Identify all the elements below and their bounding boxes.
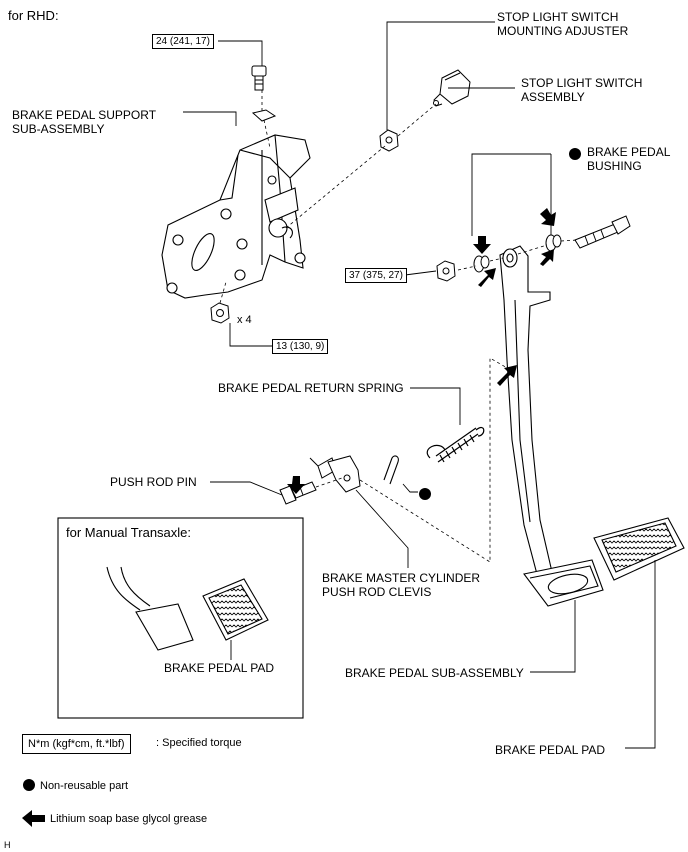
torque-support-bolt: 24 (241, 17) bbox=[152, 34, 214, 49]
brake-pedal-arm bbox=[499, 245, 553, 579]
page-title: for RHD: bbox=[8, 8, 59, 23]
legend-nonreusable-text: Non-reusable part bbox=[40, 780, 129, 792]
inset-title: for Manual Transaxle: bbox=[66, 525, 192, 540]
stop-light-switch bbox=[433, 69, 471, 107]
brake-pedal-support bbox=[161, 134, 311, 299]
pedal-pad-mount bbox=[523, 559, 604, 607]
label-push-rod-pin: PUSH ROD PIN bbox=[110, 475, 197, 489]
support-nut-quantity: x 4 bbox=[237, 314, 252, 326]
bushing-left bbox=[473, 255, 490, 273]
clevis-clip bbox=[383, 455, 399, 485]
label-pedal-sub-assembly: BRAKE PEDAL SUB-ASSEMBLY bbox=[345, 666, 524, 680]
label-clevis-line2: PUSH ROD CLEVIS bbox=[322, 585, 432, 599]
pivot-bolt bbox=[574, 215, 631, 249]
nonreusable-dots bbox=[419, 148, 581, 500]
legend-nonreusable-dot bbox=[23, 779, 35, 791]
label-support-line2: SUB-ASSEMBLY bbox=[12, 122, 105, 136]
label-stop-light-adjuster-line2: MOUNTING ADJUSTER bbox=[497, 24, 629, 38]
torque-pivot-nut: 37 (375, 27) bbox=[345, 268, 407, 283]
inset-pedal-pad bbox=[135, 578, 269, 651]
label-stop-light-switch-line2: ASSEMBLY bbox=[521, 90, 585, 104]
leader-lines bbox=[183, 21, 656, 749]
label-stop-light-switch-line1: STOP LIGHT SWITCH bbox=[521, 76, 643, 90]
support-bolt bbox=[251, 65, 267, 91]
bushing-right bbox=[545, 234, 562, 252]
brake-pedal-pad-part bbox=[593, 517, 685, 581]
support-nut bbox=[210, 302, 230, 324]
support-clip bbox=[251, 109, 277, 122]
label-clevis-line1: BRAKE MASTER CYLINDER bbox=[322, 571, 481, 585]
label-pedal-pad: BRAKE PEDAL PAD bbox=[495, 743, 606, 757]
inset-frame bbox=[57, 517, 304, 719]
legend-grease-text: Lithium soap base glycol grease bbox=[50, 813, 208, 825]
return-spring bbox=[426, 426, 485, 463]
label-stop-light-adjuster-line1: STOP LIGHT SWITCH bbox=[497, 10, 619, 24]
grease-arrows bbox=[287, 208, 556, 494]
figure-code: H bbox=[4, 840, 11, 850]
label-bushing-line1: BRAKE PEDAL bbox=[587, 145, 671, 159]
torque-support-nut: 13 (130, 9) bbox=[272, 339, 329, 354]
stop-light-adjuster bbox=[379, 129, 399, 152]
legend-torque-desc: : Specified torque bbox=[156, 737, 242, 749]
inset-pedal-arm bbox=[106, 566, 151, 611]
label-bushing-line2: BUSHING bbox=[587, 159, 642, 173]
inset-label-pedal-pad: BRAKE PEDAL PAD bbox=[164, 661, 275, 675]
push-rod-clevis bbox=[309, 455, 361, 493]
label-return-spring: BRAKE PEDAL RETURN SPRING bbox=[218, 381, 404, 395]
pivot-nut bbox=[436, 260, 456, 282]
legend-torque-box: N*m (kgf*cm, ft.*lbf) bbox=[22, 734, 131, 754]
legend-grease-arrow bbox=[22, 810, 45, 827]
label-support-line1: BRAKE PEDAL SUPPORT bbox=[12, 108, 157, 122]
assembly-lines bbox=[219, 90, 579, 563]
